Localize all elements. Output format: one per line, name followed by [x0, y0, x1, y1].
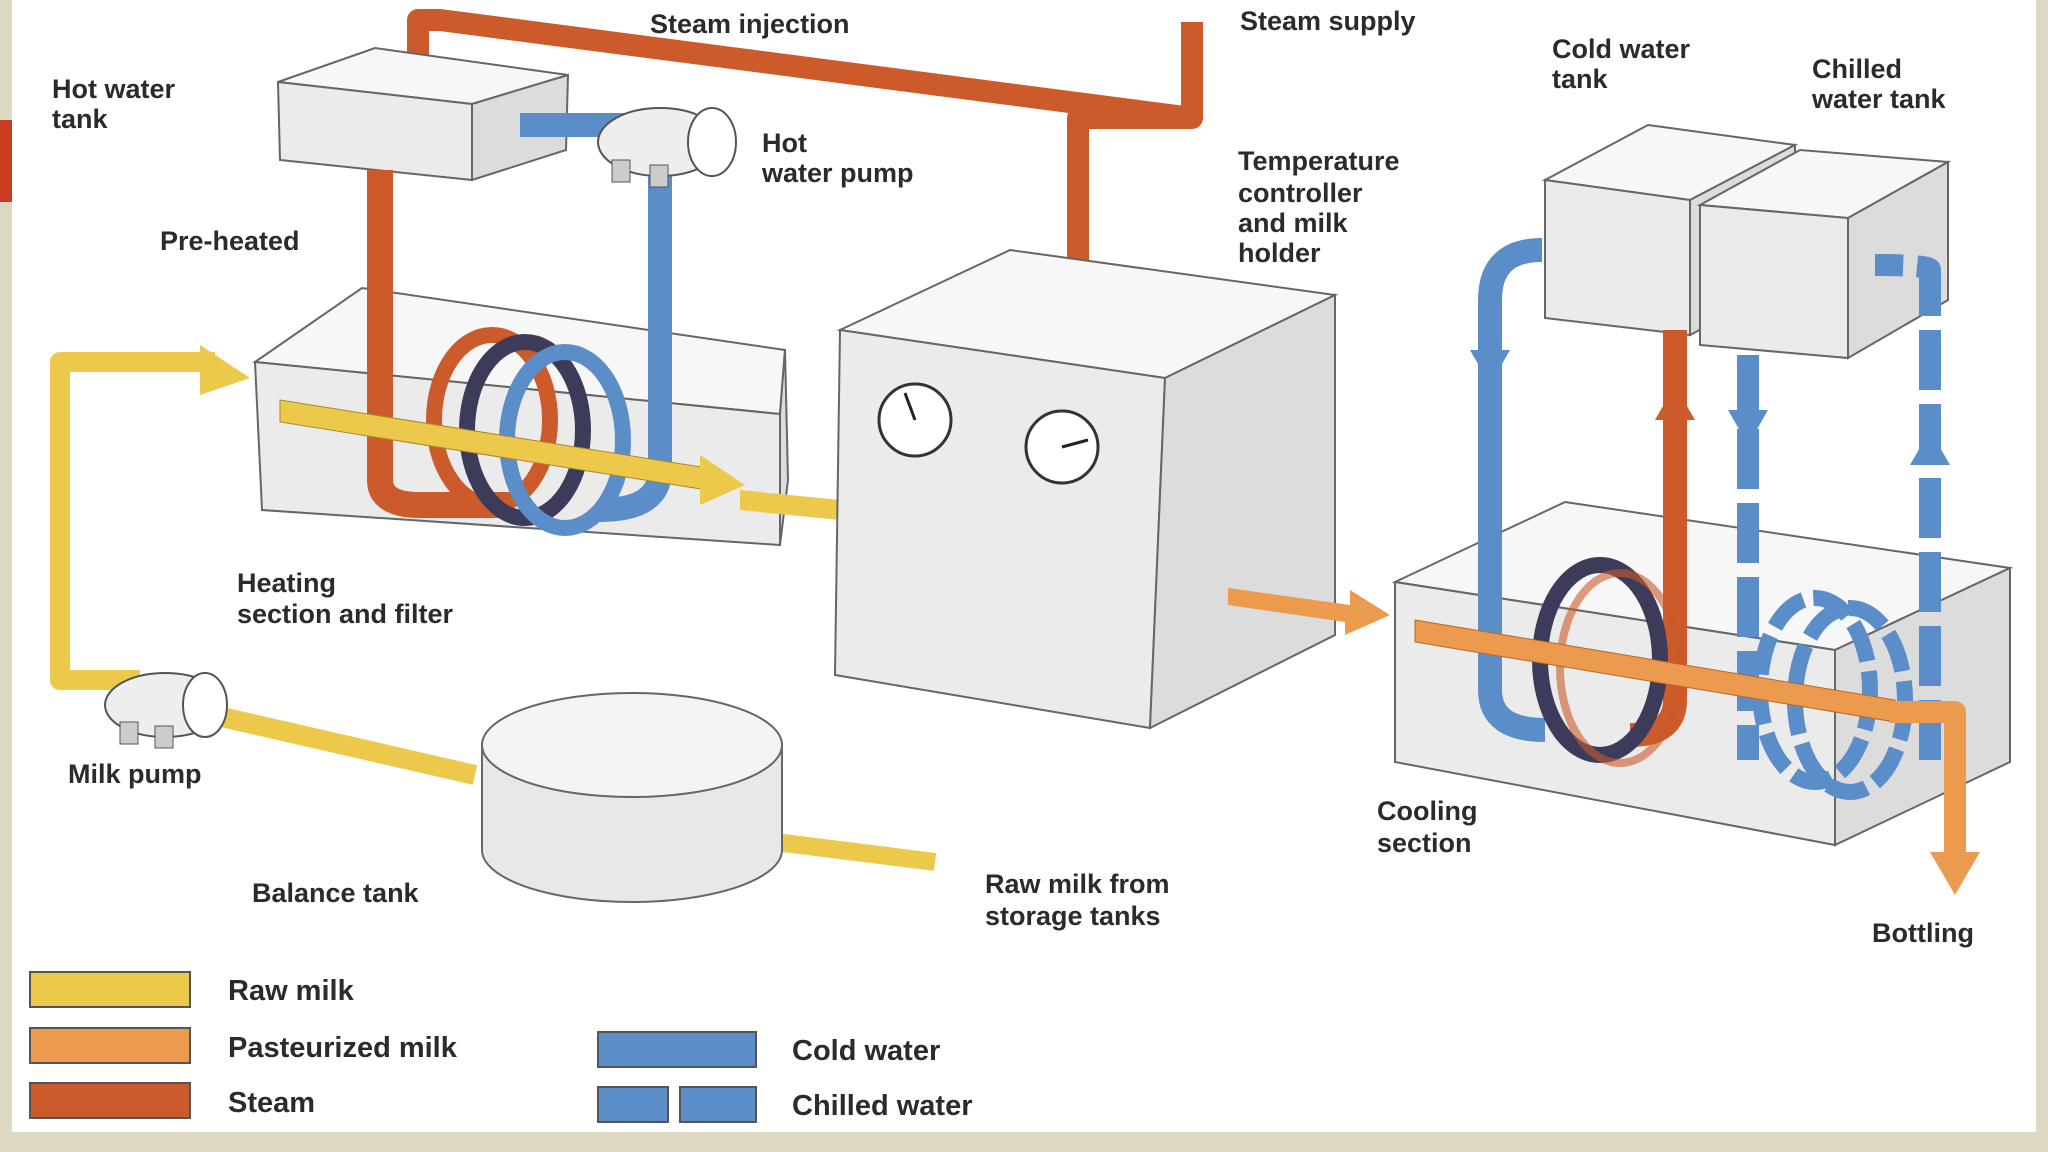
label-heating-1: Heating	[237, 568, 336, 598]
label-raw-milk-source-2: storage tanks	[985, 901, 1161, 931]
label-temperature-controller-3: and milk	[1238, 208, 1349, 238]
label-cold-water-tank-1: Cold water	[1552, 34, 1691, 64]
legend-swatch-raw-milk	[29, 971, 191, 1008]
label-hot-water-pump-2: water pump	[761, 158, 914, 188]
hot-water-pump-foot	[611, 159, 631, 183]
label-bottling: Bottling	[1872, 918, 1974, 948]
label-milk-pump: Milk pump	[68, 759, 202, 789]
label-hot-water-tank-2: tank	[52, 104, 109, 134]
raw-milk-pipe-pump	[197, 702, 478, 785]
milk-to-holder	[740, 490, 840, 520]
bottling-pipe	[1890, 701, 1966, 860]
cold-water-loop	[1478, 238, 1546, 742]
label-raw-milk-source-1: Raw milk from	[985, 869, 1170, 899]
label-hot-water-pump-1: Hot	[762, 128, 807, 158]
temperature-controller	[833, 248, 1339, 730]
chilled-water-up	[1874, 254, 1941, 760]
label-temperature-controller-2: controller	[1238, 178, 1363, 208]
label-chilled-water-tank-2: water tank	[1811, 84, 1947, 114]
steam-injection-pipe	[407, 9, 1194, 129]
legend: Raw milk Pasteurized milk Steam Cold wat…	[29, 971, 973, 1123]
label-heating-2: section and filter	[237, 599, 454, 629]
diagram-labels: Steam injection Steam supply Hot water t…	[52, 6, 1974, 948]
pasteurized-milk-to-cooling	[1228, 588, 1390, 635]
temperature-controller-front	[833, 328, 1167, 730]
milk-pump-foot-2	[154, 725, 174, 749]
label-steam-injection: Steam injection	[650, 9, 850, 39]
hot-water-pump-foot-2	[649, 164, 669, 188]
accent-mark	[0, 120, 12, 202]
legend-swatch-chilled-water-b	[679, 1086, 757, 1123]
chilled-water-arrow-up	[1910, 430, 1950, 465]
hot-water-steam-loop	[367, 170, 510, 518]
cold-water-arrow-down	[1470, 350, 1510, 385]
label-temperature-controller-4: holder	[1238, 238, 1321, 268]
balance-tank-top	[481, 692, 783, 798]
milk-pump-foot	[119, 721, 139, 745]
legend-label-pasteurized-milk: Pasteurized milk	[228, 1032, 458, 1064]
legend-label-steam: Steam	[228, 1087, 315, 1119]
legend-swatch-chilled-water-a	[597, 1086, 669, 1123]
milk-pump	[104, 672, 228, 749]
label-temperature-controller-1: Temperature	[1238, 146, 1400, 176]
hot-water-pump-end	[687, 107, 737, 177]
chilled-water-tank-front	[1699, 203, 1849, 360]
cold-water-tank-front	[1544, 178, 1691, 337]
hot-water-return-pipe	[520, 113, 672, 522]
return-arrow-up	[1655, 385, 1695, 420]
pressure-gauge-1-needle	[903, 392, 917, 421]
hot-water-tank	[276, 46, 570, 182]
label-hot-water-tank-1: Hot water	[52, 74, 176, 104]
balance-tank	[481, 692, 783, 903]
milk-pump-end	[182, 672, 228, 738]
raw-milk-arrow-feed	[200, 345, 250, 395]
legend-label-cold-water: Cold water	[792, 1035, 940, 1067]
raw-milk-pipe-feed	[50, 352, 215, 690]
legend-label-chilled-water: Chilled water	[792, 1090, 973, 1122]
legend-label-raw-milk: Raw milk	[228, 975, 355, 1007]
label-cooling-2: section	[1377, 828, 1472, 858]
raw-milk-arrow-heater-out	[700, 455, 745, 505]
label-cold-water-tank-2: tank	[1552, 64, 1609, 94]
label-pre-heated: Pre-heated	[160, 226, 300, 256]
chilled-water-arrow-down	[1728, 410, 1768, 445]
label-balance-tank: Balance tank	[252, 878, 420, 908]
label-steam-supply: Steam supply	[1240, 6, 1416, 36]
legend-swatch-steam	[29, 1082, 191, 1119]
hot-water-pump	[597, 107, 737, 188]
legend-swatch-cold-water	[597, 1031, 757, 1068]
temperature-controller-side	[1148, 293, 1336, 730]
pressure-gauge-2-needle	[1061, 438, 1089, 449]
legend-swatch-pasteurized-milk	[29, 1027, 191, 1064]
label-cooling-1: Cooling	[1377, 796, 1477, 826]
bottling-arrow	[1930, 852, 1980, 895]
label-chilled-water-tank-1: Chilled	[1812, 54, 1902, 84]
